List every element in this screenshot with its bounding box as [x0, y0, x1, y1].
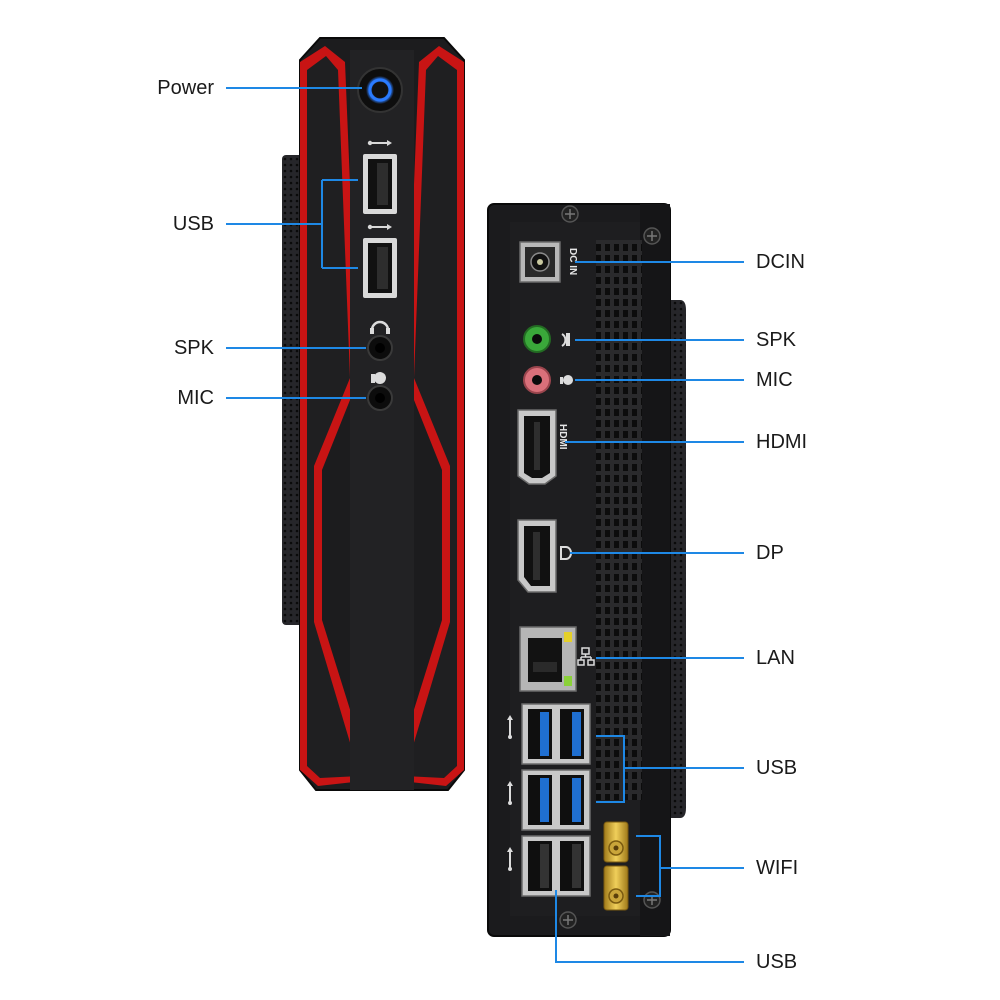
front-panel [282, 37, 465, 791]
back-vent-grid [596, 240, 642, 800]
front-usb-port-1 [363, 154, 397, 214]
screw-bottom-right [643, 891, 661, 909]
front-side-grill [282, 155, 304, 625]
callout-back-usb-lower [555, 890, 744, 963]
front-spk-jack [367, 335, 393, 361]
lan-network-icon [577, 647, 595, 666]
power-button [357, 67, 403, 113]
usb3-port-pair-2 [521, 769, 591, 831]
wifi-antenna-connector-1 [603, 821, 629, 863]
label-front-spk: SPK [173, 337, 214, 359]
label-wifi: WIFI [756, 857, 799, 879]
front-mic-icon [371, 372, 386, 384]
screw-top [561, 205, 579, 223]
back-headphone-icon [561, 333, 570, 347]
callout-lines [226, 87, 744, 963]
back-usb-icon-3 [507, 847, 513, 871]
callout-front-usb [226, 179, 358, 269]
lan-port [519, 626, 577, 692]
usb2-port-pair [521, 835, 591, 897]
usb3-port-pair-1 [521, 703, 591, 765]
label-front-usb: USB [172, 213, 214, 235]
label-back-usb-upper: USB [756, 757, 798, 779]
label-dcin: DCIN [756, 251, 805, 273]
hdmi-port [517, 409, 557, 485]
label-lan: LAN [756, 647, 795, 669]
dcin-port [519, 241, 561, 283]
screw-top-right [643, 227, 661, 245]
back-right-rail [640, 204, 670, 936]
wifi-antenna-connector-2 [603, 865, 629, 911]
label-hdmi: HDMI [756, 431, 808, 453]
label-dp: DP [756, 542, 784, 564]
front-usb-icon-1 [367, 140, 392, 146]
front-mic-jack [367, 385, 393, 411]
back-usb-icon-2 [507, 781, 513, 805]
front-usb-port-2 [363, 238, 397, 298]
callout-wifi [636, 835, 744, 897]
front-left-inner-dark [307, 56, 360, 778]
label-back-usb-lower: USB [756, 951, 798, 973]
label-back-mic: MIC [756, 369, 793, 391]
label-front-mic: MIC [177, 387, 214, 409]
dcin-marking: DC IN [567, 248, 578, 275]
screw-bottom [559, 911, 577, 929]
hdmi-marking: HDMI [557, 424, 568, 450]
callout-back-usb-upper [596, 735, 744, 803]
displayport-port [517, 519, 557, 593]
back-usb-icon-1 [507, 715, 513, 739]
back-mic-jack [523, 366, 551, 394]
back-panel: DC IN [487, 203, 686, 937]
front-right-inner-dark [404, 56, 457, 778]
back-spk-jack [523, 325, 551, 353]
label-back-spk: SPK [756, 329, 797, 351]
back-mic-icon [560, 375, 573, 385]
front-headphone-icon [370, 320, 390, 334]
label-power: Power [157, 77, 214, 99]
front-usb-icon-2 [367, 224, 392, 230]
